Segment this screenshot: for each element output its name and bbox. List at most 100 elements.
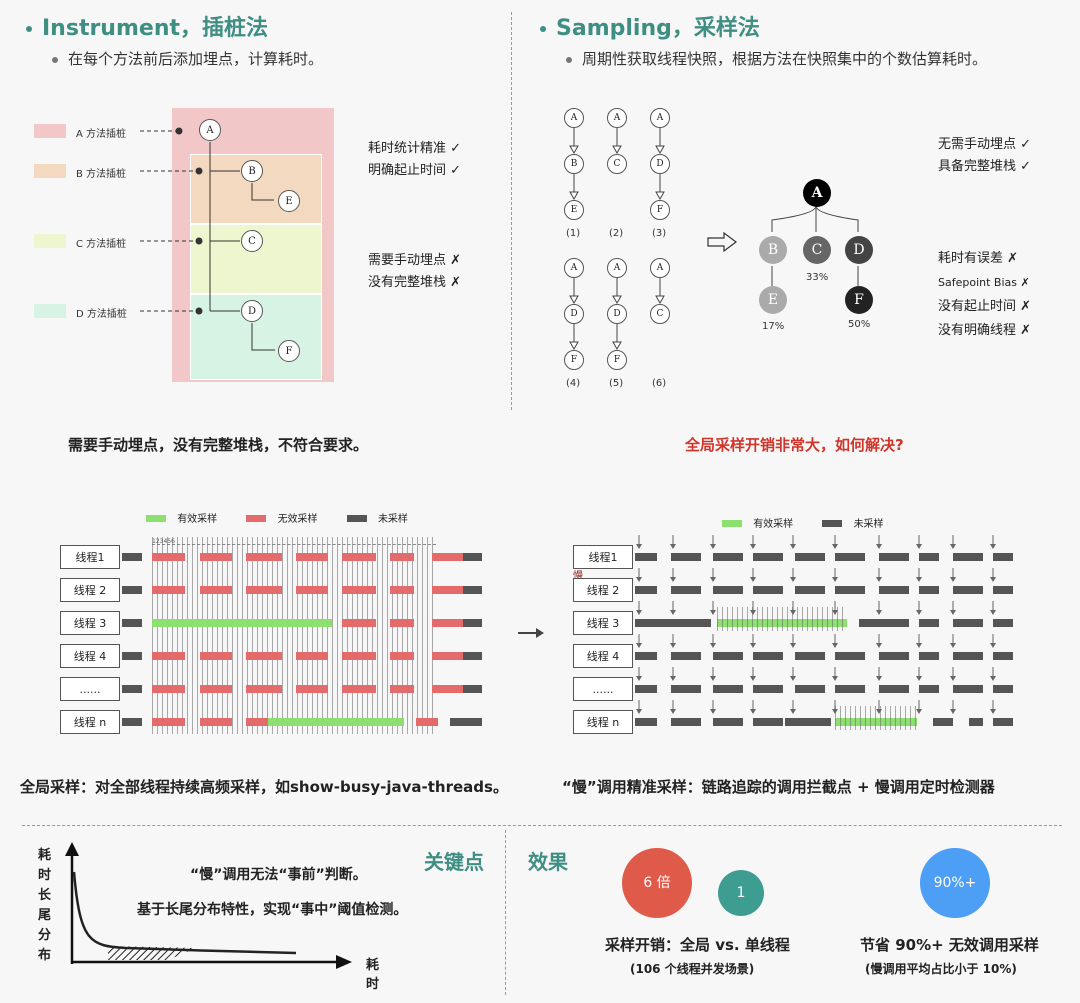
invalid-sample [432, 586, 463, 594]
snapshot-3-node: A [650, 108, 670, 128]
unsampled-segment [635, 586, 657, 594]
long-tail-curve [65, 842, 352, 969]
precise-legend-valid-label: 有效采样 [753, 519, 794, 530]
instrument-bullet-text: 在每个方法前后添加埋点，计算耗时。 [68, 50, 324, 68]
invalid-sample [390, 685, 414, 693]
unsampled-segment [969, 718, 983, 726]
precise-thread-label-3: 线程 3 [573, 611, 633, 635]
node-e: E [278, 190, 300, 212]
invalid-sample [342, 652, 376, 660]
legend-valid-label: 有效采样 [177, 514, 218, 525]
invalid-sample [152, 652, 185, 660]
instrument-bullet: 在每个方法前后添加埋点，计算耗时。 [52, 48, 323, 69]
node-c: C [241, 230, 263, 252]
precise-legend-valid-swatch [722, 520, 742, 527]
mid-left-caption: 需要手动埋点，没有完整堆栈，不符合要求。 [68, 436, 369, 454]
instrument-cons: 需要手动埋点 ✗ 没有完整堆栈 ✗ [368, 250, 461, 294]
instrument-connectors [140, 127, 275, 351]
cost-circle-global: 6 倍 [622, 848, 692, 918]
instrument-pro-1: 耗时统计精准 ✓ [368, 141, 462, 156]
invalid-sample [296, 553, 328, 561]
unsampled-segment [919, 586, 939, 594]
legend-valid-swatch [146, 515, 166, 522]
invalid-sample [246, 718, 282, 726]
invalid-sample [390, 586, 414, 594]
unsampled-segment [993, 619, 1013, 627]
saving-circle: 90%+ [920, 848, 990, 918]
invalid-sample [432, 685, 463, 693]
invalid-sample [246, 586, 282, 594]
pct-e: 17% [762, 321, 785, 332]
unsampled-segment [635, 619, 711, 627]
sampling-title-text: Sampling，采样法 [556, 16, 760, 41]
effect-title: 效果 [528, 850, 568, 874]
sampling-pro-1: 无需手动埋点 ✓ [938, 137, 1032, 152]
precise-caption: “慢”调用精准采样：链路追踪的调用拦截点 + 慢调用定时检测器 [562, 778, 995, 796]
invalid-sample [432, 652, 463, 660]
valid-sample [268, 718, 404, 726]
node-a: A [199, 119, 221, 141]
unsampled-segment [993, 553, 1013, 561]
invalid-sample [246, 652, 282, 660]
mid-right-caption: 全局采样开销非常大，如何解决? [685, 436, 904, 454]
invalid-sample [200, 652, 232, 660]
unsampled-segment [933, 718, 953, 726]
unsampled-segment [879, 619, 909, 627]
sampling-pros: 无需手动埋点 ✓ 具备完整堆栈 ✓ [938, 134, 1031, 178]
sampling-con-2: Safepoint Bias ✗ [938, 276, 1030, 289]
legend-invalid-label: 无效采样 [277, 514, 318, 525]
unsampled-segment [671, 586, 701, 594]
unsampled-segment [753, 685, 783, 693]
snapshot-label: (3) [652, 228, 667, 239]
invalid-sample [342, 619, 376, 627]
tree-node-d: D [845, 236, 873, 264]
sampling-title: Sampling，采样法 [540, 10, 760, 42]
unsampled-segment [835, 652, 865, 660]
snapshot-label: (6) [652, 378, 667, 389]
invalid-sample [390, 619, 414, 627]
valid-sample [152, 619, 332, 627]
unsampled-segment [122, 718, 142, 726]
unsampled-segment [753, 586, 783, 594]
top-vertical-divider [511, 12, 512, 410]
invalid-sample [200, 718, 232, 726]
cost-circle-single: 1 [718, 870, 764, 916]
unsampled-segment [753, 718, 783, 726]
unsampled-segment [859, 619, 879, 627]
precise-legend-unsampled-label: 未采样 [853, 519, 884, 530]
unsampled-segment [450, 619, 482, 627]
unsampled-segment [122, 685, 142, 693]
invalid-sample [432, 553, 463, 561]
invalid-sample [296, 685, 328, 693]
detector-arrows [636, 700, 996, 714]
thread-label-1: 线程1 [60, 545, 120, 569]
unsampled-segment [671, 553, 701, 561]
snapshot-6-node: C [650, 304, 670, 324]
legend-d-label: D 方法插桩 [76, 309, 127, 320]
unsampled-segment [953, 652, 983, 660]
invalid-sample [200, 586, 232, 594]
invalid-sample [390, 553, 414, 561]
node-f: F [278, 340, 300, 362]
legend-b-label: B 方法插桩 [76, 169, 127, 180]
unsampled-segment [450, 586, 482, 594]
precise-thread-label-2: 线程 2 [573, 578, 633, 602]
unsampled-segment [122, 619, 142, 627]
unsampled-segment [753, 652, 783, 660]
instrument-con-2: 没有完整堆栈 ✗ [368, 275, 462, 290]
snapshot-1-node: A [564, 108, 584, 128]
snapshot-5-node: A [607, 258, 627, 278]
snapshot-4-node: F [564, 350, 584, 370]
sampling-bullet-text: 周期性获取线程快照，根据方法在快照集中的个数估算耗时。 [582, 50, 988, 68]
unsampled-segment [879, 652, 909, 660]
precise-thread-label-5: ...... [573, 677, 633, 701]
unsampled-segment [879, 553, 909, 561]
detector-arrows [636, 568, 996, 582]
precise-legend: 有效采样 未采样 [722, 515, 884, 530]
snapshot-6-node: A [650, 258, 670, 278]
long-tail-chart: 耗时长尾分布 耗时 [38, 842, 379, 992]
unsampled-segment [122, 586, 142, 594]
invalid-sample [246, 553, 282, 561]
